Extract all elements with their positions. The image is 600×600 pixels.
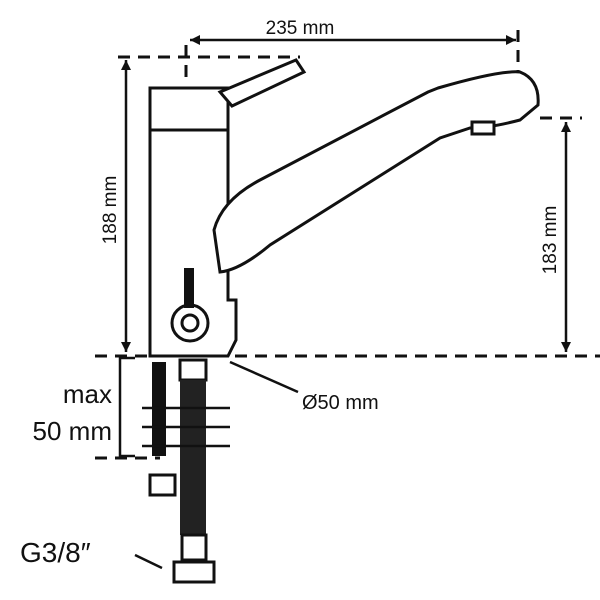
faucet: [148, 58, 540, 358]
thread-label: G3/8″: [20, 537, 91, 568]
braided-hose: [180, 380, 206, 535]
faucet-body: [148, 128, 238, 358]
hex-nut: [172, 560, 216, 584]
valve-stem: [184, 268, 194, 308]
dimension-arrows: [118, 35, 571, 458]
width-label: 235 mm: [266, 18, 335, 39]
spout-height-label: 183 mm: [540, 206, 561, 275]
supply-hoses: [134, 358, 299, 584]
max-value-label: 50 mm: [33, 416, 112, 446]
nut-small: [148, 473, 177, 497]
lever-base: [148, 86, 230, 132]
lever-handle: [217, 58, 307, 108]
max-label: max: [63, 379, 112, 409]
total-height-label: 188 mm: [100, 176, 121, 245]
spout: [212, 70, 540, 274]
aerator: [470, 120, 496, 136]
diameter-label: Ø50 mm: [302, 392, 379, 414]
